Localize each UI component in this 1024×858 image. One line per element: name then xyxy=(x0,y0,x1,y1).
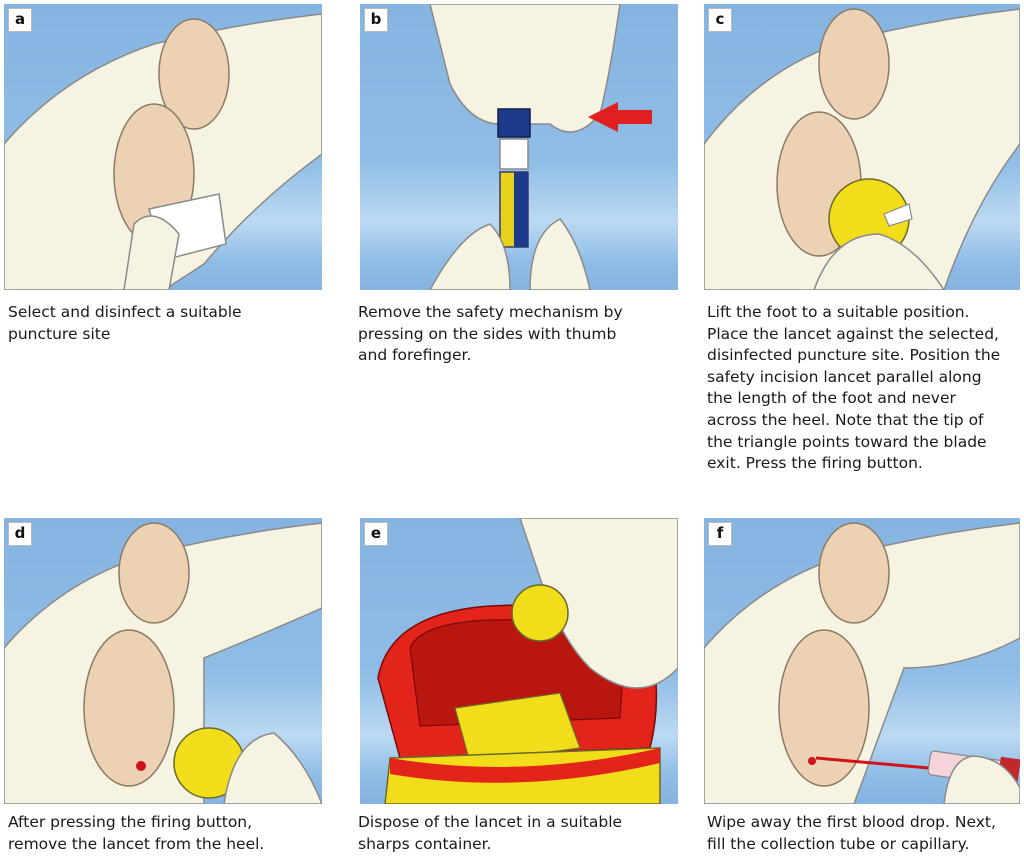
illustration-c: c xyxy=(704,4,1020,290)
step-label: a xyxy=(8,8,32,32)
remove-lancet-illustration xyxy=(4,518,322,804)
step-label: d xyxy=(8,522,32,546)
blood-drop-icon xyxy=(808,757,816,765)
step-caption: Remove the safety mechanism by pressing … xyxy=(358,302,678,367)
step-caption: Dispose of the lancet in a suitable shar… xyxy=(358,812,678,855)
illustration-e: e xyxy=(360,518,678,804)
step-caption: Wipe away the first blood drop. Next, fi… xyxy=(707,812,1023,855)
disinfect-heel-illustration xyxy=(4,4,322,290)
illustration-b: b xyxy=(360,4,678,290)
remove-safety-mechanism-illustration xyxy=(360,4,678,290)
step-label: c xyxy=(708,8,732,32)
illustration-f: f xyxy=(704,518,1020,804)
step-caption: Select and disinfect a suitable puncture… xyxy=(8,302,328,345)
sharps-container-illustration xyxy=(360,518,678,804)
step-caption: After pressing the firing button, remove… xyxy=(8,812,328,855)
step-label: f xyxy=(708,522,732,546)
position-lancet-illustration xyxy=(704,4,1020,290)
step-label: e xyxy=(364,522,388,546)
fill-collection-tube-illustration xyxy=(704,518,1020,804)
illustration-a: a xyxy=(4,4,322,290)
step-caption: Lift the foot to a suitable position. Pl… xyxy=(707,302,1023,475)
illustration-d: d xyxy=(4,518,322,804)
blood-drop-icon xyxy=(136,761,146,771)
step-label: b xyxy=(364,8,388,32)
